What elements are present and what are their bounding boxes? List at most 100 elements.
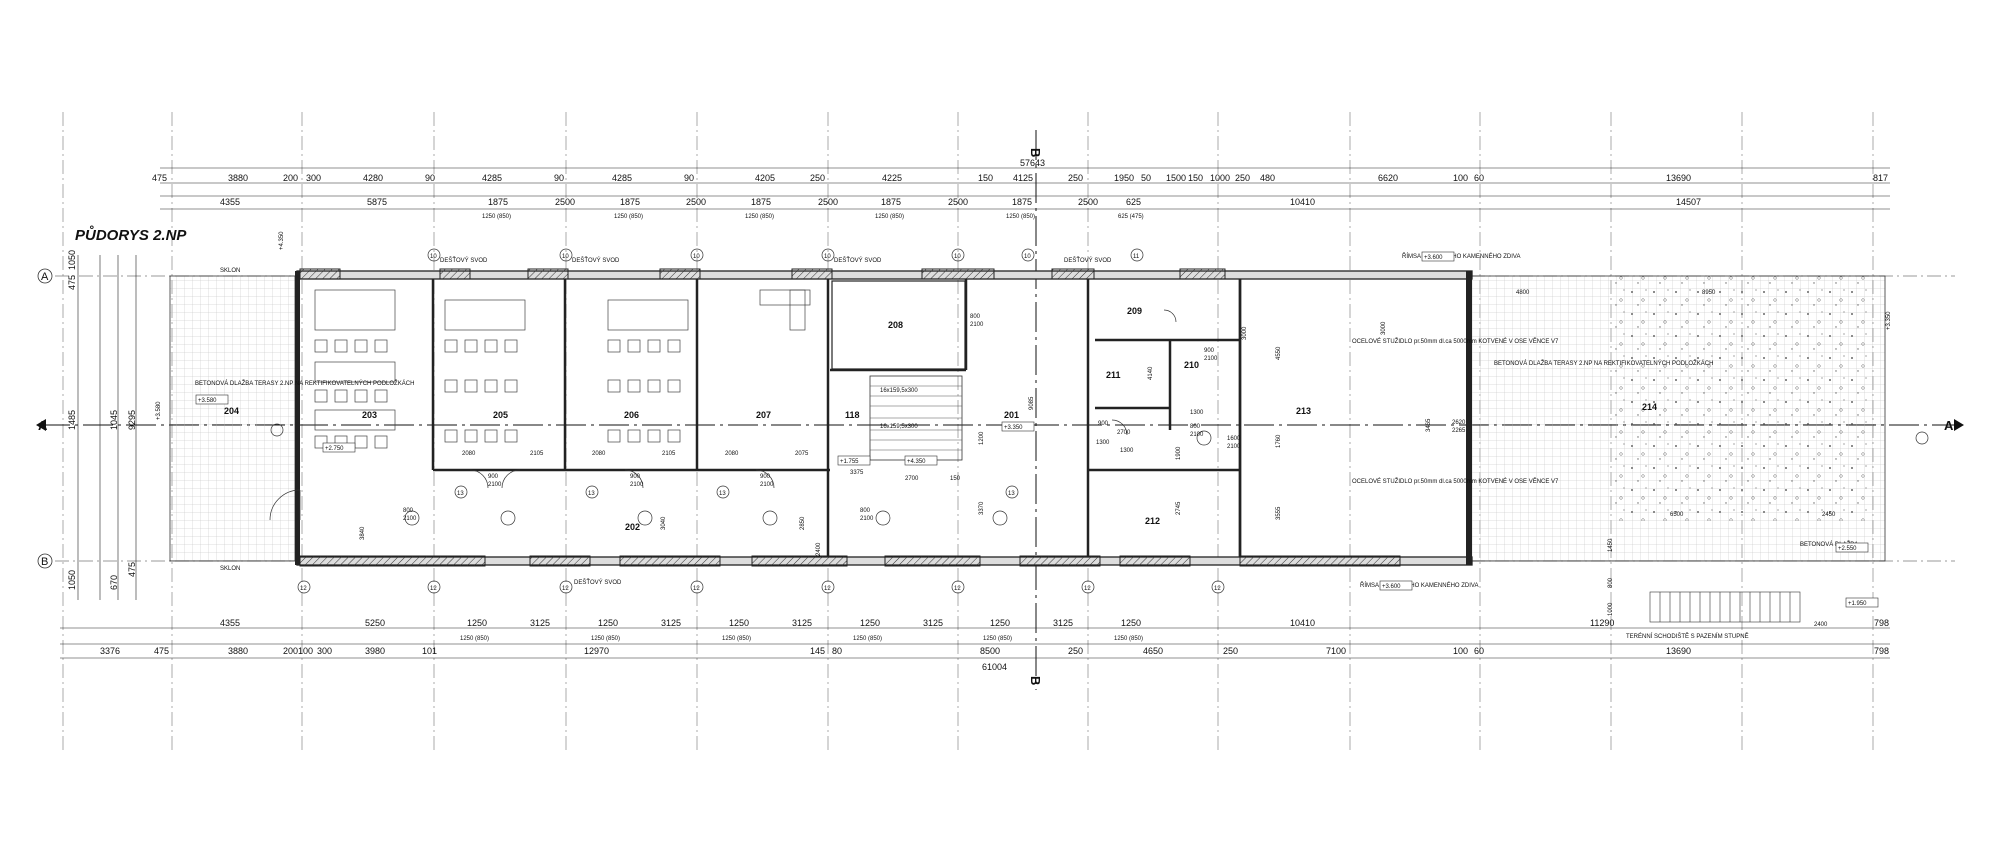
svg-text:3840: 3840 (360, 526, 366, 540)
svg-text:5250: 5250 (365, 618, 385, 628)
svg-text:2100: 2100 (630, 482, 644, 488)
svg-text:+1.755: +1.755 (840, 459, 859, 465)
svg-text:2620: 2620 (1452, 420, 1466, 426)
svg-text:2850: 2850 (800, 516, 806, 530)
stairs-label-2: 16x159,5x300 (880, 424, 918, 430)
svg-text:+3.580: +3.580 (198, 398, 217, 404)
svg-text:2100: 2100 (970, 322, 984, 328)
svg-text:DEŠŤOVÝ SVOD: DEŠŤOVÝ SVOD (572, 256, 620, 264)
svg-text:3125: 3125 (923, 618, 943, 628)
room-inner-dims: 2080 2105 2080 2105 2080 2075 3375 2700 … (360, 290, 1836, 628)
svg-text:2700: 2700 (1117, 430, 1131, 436)
svg-text:800: 800 (1608, 577, 1614, 588)
svg-text:DEŠŤOVÝ SVOD: DEŠŤOVÝ SVOD (834, 256, 882, 264)
svg-text:+1.950: +1.950 (1848, 601, 1867, 607)
rimsa-label-bottom: ŘÍMSA STÁVAJÍCÍHO KAMENNÉHO ZDIVA (1360, 581, 1478, 589)
svg-text:12: 12 (1084, 586, 1091, 592)
svg-text:2100: 2100 (1227, 444, 1241, 450)
svg-text:2105: 2105 (662, 451, 676, 457)
svg-text:90: 90 (554, 173, 564, 183)
svg-text:DEŠŤOVÝ SVOD: DEŠŤOVÝ SVOD (1064, 256, 1112, 264)
room-label-210: 210 (1184, 360, 1199, 370)
room-label-203: 203 (362, 410, 377, 420)
svg-text:+4.350: +4.350 (279, 231, 285, 250)
svg-text:1875: 1875 (620, 197, 640, 207)
top-dim-row1: 475 3880 200 300 4280 90 4285 90 4285 90… (152, 173, 1888, 183)
svg-text:1450: 1450 (1608, 538, 1614, 552)
svg-text:+4.350: +4.350 (907, 459, 926, 465)
room-label-206: 206 (624, 410, 639, 420)
svg-text:2080: 2080 (592, 451, 606, 457)
svg-text:670: 670 (109, 575, 119, 590)
svg-text:4280: 4280 (363, 173, 383, 183)
terrain-stairs-note: TERÉNNÍ SCHODIŠTĚ S PAZENÍM STUPNĚ (1626, 632, 1749, 640)
section-mark-b-bottom: B (1028, 676, 1043, 685)
svg-text:60: 60 (1474, 646, 1484, 656)
svg-text:250: 250 (1068, 173, 1083, 183)
svg-text:4550: 4550 (1276, 346, 1282, 360)
top-dim-row4: 1250 (850) 1250 (850) 1250 (850) 1250 (8… (482, 214, 1144, 220)
door-swings (269, 309, 1177, 521)
svg-text:625 (475): 625 (475) (1118, 214, 1144, 220)
svg-text:250: 250 (1223, 646, 1238, 656)
svg-text:100: 100 (1453, 173, 1468, 183)
svg-text:900: 900 (1204, 348, 1215, 354)
room-label-205: 205 (493, 410, 508, 420)
svg-text:1250 (850): 1250 (850) (983, 636, 1012, 642)
svg-text:2100: 2100 (860, 516, 874, 522)
rimsa-label-top: ŘÍMSA STÁVAJÍCÍHO KAMENNÉHO ZDIVA (1402, 252, 1520, 260)
svg-text:2100: 2100 (403, 516, 417, 522)
svg-text:475: 475 (67, 275, 77, 290)
svg-text:2100: 2100 (760, 482, 774, 488)
svg-text:475: 475 (127, 562, 137, 577)
svg-text:13: 13 (719, 491, 726, 497)
drawing-title: PŮDORYS 2.NP (75, 225, 187, 244)
svg-text:3465: 3465 (1426, 418, 1432, 432)
svg-text:12: 12 (430, 586, 437, 592)
svg-text:DEŠŤOVÝ SVOD: DEŠŤOVÝ SVOD (574, 578, 622, 586)
svg-text:3370: 3370 (979, 501, 985, 515)
svg-text:480: 480 (1260, 173, 1275, 183)
svg-text:475: 475 (152, 173, 167, 183)
svg-text:13: 13 (457, 491, 464, 497)
office-furniture (314, 289, 811, 449)
top-dim-row2: 4355 5875 2500 2500 2500 2500 2500 625 1… (220, 197, 1701, 207)
svg-text:2500: 2500 (1078, 197, 1098, 207)
svg-text:12970: 12970 (584, 646, 609, 656)
section-mark-b-top: B (1028, 148, 1043, 157)
grid-label-b: B (41, 556, 48, 568)
room-label-212: 212 (1145, 516, 1160, 526)
svg-text:475: 475 (154, 646, 169, 656)
svg-text:3125: 3125 (1053, 618, 1073, 628)
grid-label-a: A (41, 271, 49, 283)
svg-text:1250 (850): 1250 (850) (745, 214, 774, 220)
svg-text:1250 (850): 1250 (850) (722, 636, 751, 642)
svg-text:150: 150 (1188, 173, 1203, 183)
svg-text:50: 50 (1141, 173, 1151, 183)
svg-text:100: 100 (1453, 646, 1468, 656)
svg-text:1300: 1300 (1096, 440, 1110, 446)
room-label-202: 202 (625, 522, 640, 532)
svg-text:800: 800 (860, 508, 871, 514)
svg-text:145: 145 (810, 646, 825, 656)
svg-text:12: 12 (1214, 586, 1221, 592)
svg-text:798: 798 (1874, 618, 1889, 628)
terrace-note-left: BETONOVÁ DLAŽBA TERASY 2.NP NA REKTIFIKO… (195, 379, 414, 387)
svg-text:4225: 4225 (882, 173, 902, 183)
bottom-dimension-lines (60, 627, 1890, 659)
top-total-dim: 57643 (1020, 158, 1045, 168)
svg-text:5875: 5875 (367, 197, 387, 207)
slope-note-bottom: SKLON (220, 566, 240, 572)
svg-text:2075: 2075 (795, 451, 809, 457)
svg-text:3040: 3040 (661, 516, 667, 530)
svg-text:1485: 1485 (67, 410, 77, 430)
svg-text:90: 90 (425, 173, 435, 183)
svg-text:1250 (850): 1250 (850) (875, 214, 904, 220)
svg-text:2700: 2700 (905, 476, 919, 482)
room-label-201: 201 (1004, 410, 1019, 420)
svg-text:10: 10 (693, 254, 700, 260)
svg-text:4140: 4140 (1148, 366, 1154, 380)
room-label-209: 209 (1127, 306, 1142, 316)
svg-text:250: 250 (1235, 173, 1250, 183)
svg-text:+3.350: +3.350 (1886, 311, 1892, 330)
